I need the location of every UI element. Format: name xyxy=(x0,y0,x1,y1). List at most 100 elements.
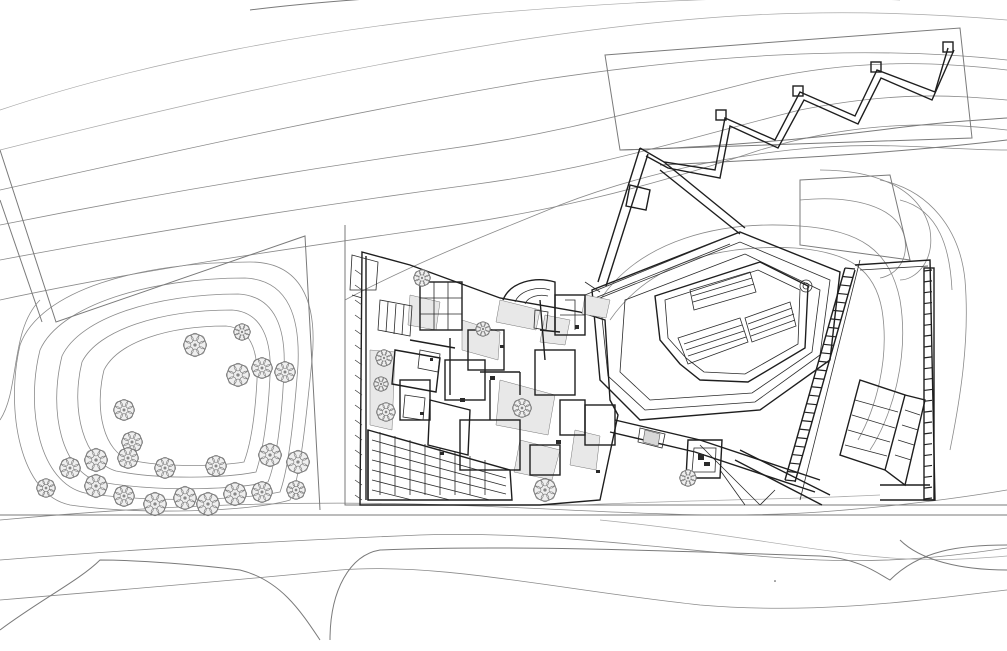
stair-tread xyxy=(923,464,933,468)
tree-canopy-lobe xyxy=(86,461,95,470)
tree-trunk xyxy=(206,502,210,506)
tree-canopy-lobe xyxy=(413,274,420,282)
survey-point xyxy=(774,580,776,582)
stair-tread xyxy=(923,301,933,305)
tree-canopy-lobe xyxy=(145,505,154,514)
tree-canopy-lobe xyxy=(168,464,176,472)
tree-trunk xyxy=(153,502,157,506)
tree-canopy-lobe xyxy=(123,433,131,441)
tree-canopy-lobe xyxy=(71,469,79,477)
tree-canopy-lobe xyxy=(480,321,486,327)
tree-canopy-lobe xyxy=(156,469,164,477)
tree-canopy-lobe xyxy=(387,403,395,411)
tree-canopy-lobe xyxy=(225,484,234,493)
tree-canopy-lobe xyxy=(513,399,521,407)
tree-canopy-lobe xyxy=(251,364,259,372)
stair-tread xyxy=(832,309,844,312)
stair-tread xyxy=(923,334,933,337)
tree-trunk xyxy=(44,486,48,490)
tree-canopy-lobe xyxy=(66,471,74,480)
tree-canopy-lobe xyxy=(258,480,266,489)
stair-tread xyxy=(792,453,803,457)
stair-tread xyxy=(823,343,834,346)
stair-tread xyxy=(830,318,841,321)
tree-canopy-lobe xyxy=(373,381,379,387)
tree-canopy-lobe xyxy=(207,457,215,465)
tree-canopy-lobe xyxy=(281,375,289,384)
tree-canopy-lobe xyxy=(86,487,95,496)
tree-canopy-lobe xyxy=(299,486,306,494)
tree-canopy-lobe xyxy=(99,481,109,491)
tree-trunk xyxy=(214,464,218,468)
stair-tread xyxy=(808,394,820,397)
tree-canopy-lobe xyxy=(156,459,164,467)
tree-canopy-lobe xyxy=(386,354,393,362)
tree-canopy-lobe xyxy=(211,499,221,509)
tree-canopy-lobe xyxy=(265,364,274,372)
terraced-garden xyxy=(367,429,513,501)
connector-bridge xyxy=(609,419,821,493)
tree-canopy-lobe xyxy=(120,484,128,493)
tree-canopy-lobe xyxy=(161,456,169,465)
tree-canopy-lobe xyxy=(225,495,234,504)
tree-canopy-lobe xyxy=(97,476,106,485)
tree-canopy-lobe xyxy=(276,373,284,381)
tree-canopy-lobe xyxy=(422,270,430,278)
tree-canopy-lobe xyxy=(271,456,280,465)
tree-canopy-lobe xyxy=(380,349,388,356)
stair-tread xyxy=(837,292,848,296)
tree-canopy-lobe xyxy=(225,370,235,380)
tree-canopy-lobe xyxy=(188,493,198,503)
tree-canopy-lobe xyxy=(166,459,174,467)
tree-canopy-lobe xyxy=(263,483,271,491)
stair-tread xyxy=(799,428,810,431)
stair-tread xyxy=(813,377,824,380)
stair-tread xyxy=(923,345,933,348)
tree-trunk xyxy=(260,366,264,370)
tree-canopy-lobe xyxy=(233,378,243,388)
tree-canopy-lobe xyxy=(47,489,55,497)
tree-canopy-lobe xyxy=(86,450,95,459)
wall-hatch xyxy=(354,269,363,276)
tree-canopy-lobe xyxy=(239,365,248,374)
tree-canopy-lobe xyxy=(242,324,250,332)
tree-canopy-lobe xyxy=(387,413,395,421)
tree-canopy-lobe xyxy=(91,463,101,473)
tree-canopy-lobe xyxy=(253,359,261,367)
tree-canopy-lobe xyxy=(376,358,384,366)
tree-canopy-lobe xyxy=(42,478,50,485)
stair-tread xyxy=(818,360,829,363)
tree-canopy-lobe xyxy=(128,430,136,439)
stair-tread xyxy=(794,445,805,448)
tree-canopy-lobe xyxy=(485,326,491,332)
tree-canopy-lobe xyxy=(273,368,282,376)
wall-hatch xyxy=(354,284,363,291)
tree-canopy-lobe xyxy=(91,447,101,457)
tree-canopy-lobe xyxy=(37,479,45,487)
tree-canopy-lobe xyxy=(61,469,69,477)
tree-canopy-lobe xyxy=(299,452,308,461)
contour-lines xyxy=(0,0,1007,609)
tree-canopy-lobe xyxy=(476,322,483,329)
rooms xyxy=(377,281,616,476)
tree-canopy-lobe xyxy=(540,493,550,503)
tree-canopy-lobe xyxy=(97,461,106,470)
tree-canopy-lobe xyxy=(297,491,305,499)
tree-canopy-lobe xyxy=(265,442,275,452)
tree-canopy-lobe xyxy=(198,340,208,350)
tree-canopy-lobe xyxy=(375,354,382,362)
tree-canopy-lobe xyxy=(83,481,93,491)
wall-hatch xyxy=(354,479,363,486)
tree-canopy-lobe xyxy=(241,370,251,380)
tree-canopy-lobe xyxy=(483,329,490,336)
tree-canopy-lobe xyxy=(513,409,521,417)
tree-canopy-lobe xyxy=(684,469,692,476)
tree-canopy-lobe xyxy=(253,483,261,491)
east-wing xyxy=(839,259,936,501)
tree-canopy-lobe xyxy=(292,480,300,487)
tree-canopy-lobe xyxy=(288,452,297,461)
tree-canopy-lobe xyxy=(414,270,422,278)
structural-elements xyxy=(420,325,600,473)
tree-canopy-lobe xyxy=(129,449,137,457)
tree-canopy-lobe xyxy=(258,495,266,504)
